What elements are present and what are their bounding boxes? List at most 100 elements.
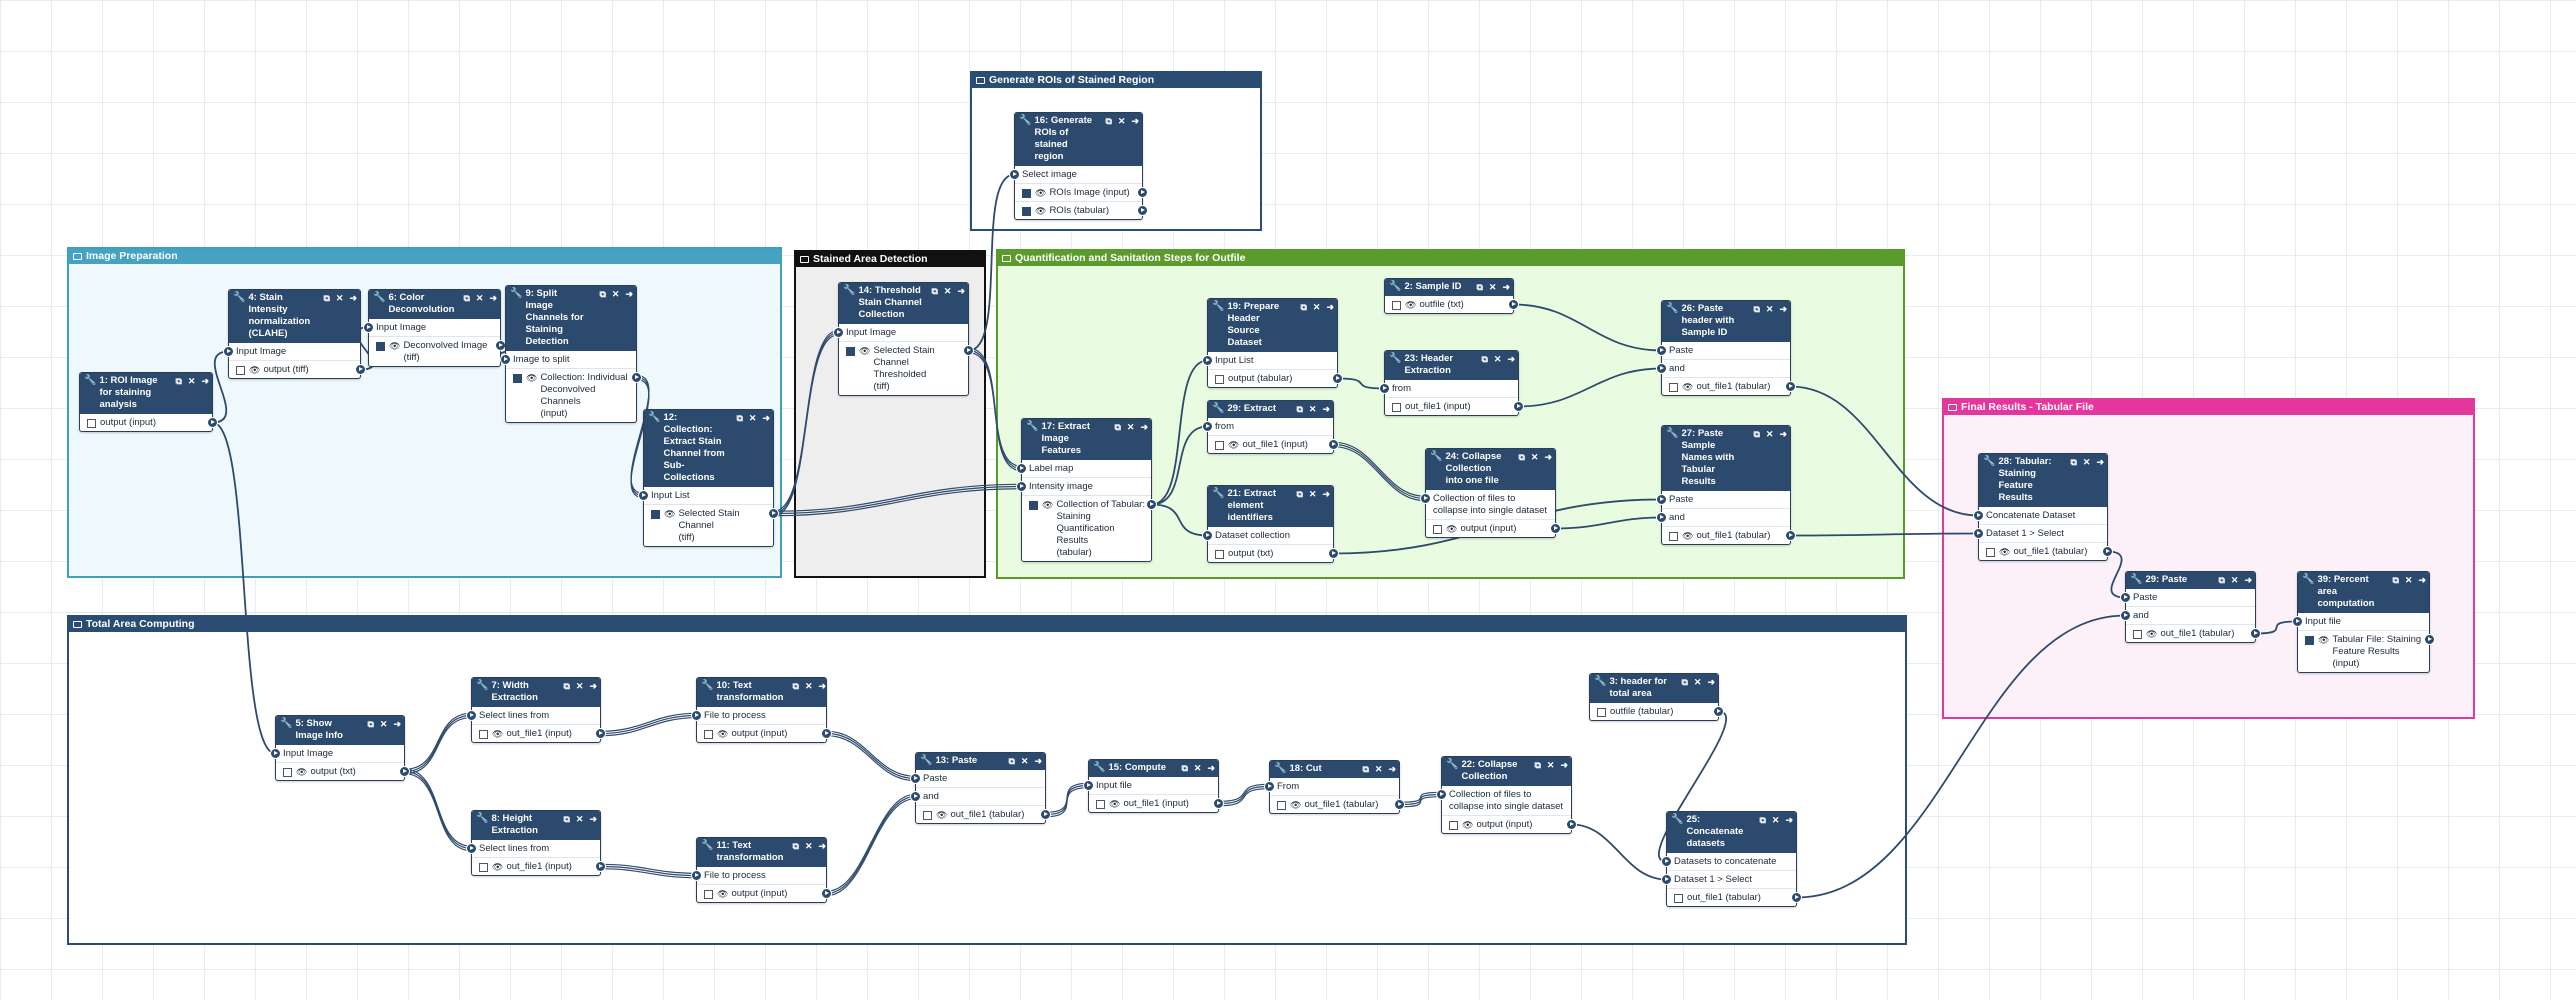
close-icon[interactable]: ✕ bbox=[804, 681, 813, 691]
arrow-right-icon[interactable]: ➜ bbox=[1131, 116, 1139, 126]
node-n27[interactable]: 🔧27: Paste Sample Names with Tabular Res… bbox=[1656, 425, 1796, 545]
copy-icon[interactable]: ⧉ bbox=[1181, 763, 1188, 773]
close-icon[interactable]: ✕ bbox=[187, 376, 196, 386]
output-port[interactable] bbox=[1566, 819, 1577, 830]
node-n1[interactable]: 🔧1: ROI Image for staining analysis⧉✕➜ou… bbox=[79, 372, 218, 432]
node-n3[interactable]: 🔧3: header for total area⧉✕➜outfile (tab… bbox=[1589, 673, 1724, 721]
eye-icon[interactable]: 👁 bbox=[249, 365, 261, 375]
input-port[interactable] bbox=[1436, 789, 1447, 800]
node-header[interactable]: 🔧24: Collapse Collection into one file⧉✕… bbox=[1426, 449, 1555, 490]
eye-icon[interactable]: 👁 bbox=[2146, 629, 2158, 639]
node-n14[interactable]: 🔧14: Threshold Stain Channel Collection⧉… bbox=[833, 282, 974, 396]
arrow-right-icon[interactable]: ➜ bbox=[489, 293, 497, 303]
arrow-right-icon[interactable]: ➜ bbox=[1779, 429, 1787, 439]
close-icon[interactable]: ✕ bbox=[1117, 116, 1126, 126]
copy-icon[interactable]: ⧉ bbox=[2070, 457, 2077, 467]
input-port[interactable] bbox=[1973, 528, 1984, 539]
output-checkbox[interactable] bbox=[1392, 403, 1401, 412]
eye-icon[interactable]: 👁 bbox=[389, 341, 401, 351]
input-port[interactable] bbox=[1202, 530, 1213, 541]
arrow-right-icon[interactable]: ➜ bbox=[1322, 404, 1330, 414]
node-header[interactable]: 🔧7: Width Extraction⧉✕➜ bbox=[472, 678, 600, 707]
node-header[interactable]: 🔧11: Text transformation⧉✕➜ bbox=[697, 838, 826, 867]
eye-icon[interactable]: 👁 bbox=[1999, 547, 2011, 557]
input-port[interactable] bbox=[466, 710, 477, 721]
arrow-right-icon[interactable]: ➜ bbox=[1779, 304, 1787, 314]
node-header[interactable]: 🔧3: header for total area⧉✕➜ bbox=[1590, 674, 1718, 703]
input-port[interactable] bbox=[691, 870, 702, 881]
output-checkbox[interactable] bbox=[704, 890, 713, 899]
eye-icon[interactable]: 👁 bbox=[1290, 800, 1302, 810]
copy-icon[interactable]: ⧉ bbox=[1759, 815, 1766, 825]
arrow-right-icon[interactable]: ➜ bbox=[589, 814, 597, 824]
input-port[interactable] bbox=[910, 791, 921, 802]
copy-icon[interactable]: ⧉ bbox=[1114, 422, 1121, 432]
copy-icon[interactable]: ⧉ bbox=[1105, 116, 1112, 126]
arrow-right-icon[interactable]: ➜ bbox=[1140, 422, 1148, 432]
node-header[interactable]: 🔧26: Paste header with Sample ID⧉✕➜ bbox=[1662, 301, 1790, 342]
close-icon[interactable]: ✕ bbox=[2404, 575, 2413, 585]
node-header[interactable]: 🔧22: Collapse Collection⧉✕➜ bbox=[1442, 757, 1571, 786]
arrow-right-icon[interactable]: ➜ bbox=[1785, 815, 1793, 825]
node-n29[interactable]: 🔧29: Extract⧉✕➜from👁out_file1 (input) bbox=[1202, 400, 1339, 454]
close-icon[interactable]: ✕ bbox=[943, 286, 952, 296]
node-header[interactable]: 🔧10: Text transformation⧉✕➜ bbox=[697, 678, 826, 707]
output-port[interactable] bbox=[1328, 439, 1339, 450]
input-port[interactable] bbox=[270, 748, 281, 759]
output-checkbox[interactable] bbox=[2133, 630, 2142, 639]
input-port[interactable] bbox=[466, 843, 477, 854]
output-port[interactable] bbox=[207, 417, 218, 428]
eye-icon[interactable]: 👁 bbox=[1462, 820, 1474, 830]
node-n8[interactable]: 🔧8: Height Extraction⧉✕➜Select lines fro… bbox=[466, 810, 606, 876]
output-checkbox[interactable] bbox=[1022, 189, 1031, 198]
output-port[interactable] bbox=[1713, 706, 1724, 717]
arrow-right-icon[interactable]: ➜ bbox=[818, 681, 827, 691]
output-port[interactable] bbox=[595, 861, 606, 872]
node-header[interactable]: 🔧21: Extract element identifiers⧉✕➜ bbox=[1208, 486, 1333, 527]
input-port[interactable] bbox=[1379, 383, 1390, 394]
output-checkbox[interactable] bbox=[704, 730, 713, 739]
node-header[interactable]: 🔧8: Height Extraction⧉✕➜ bbox=[472, 811, 600, 840]
input-port[interactable] bbox=[1264, 781, 1275, 792]
close-icon[interactable]: ✕ bbox=[2230, 575, 2239, 585]
node-n9[interactable]: 🔧9: Split Image Channels for Staining De… bbox=[500, 285, 642, 423]
close-icon[interactable]: ✕ bbox=[1312, 302, 1321, 312]
copy-icon[interactable]: ⧉ bbox=[792, 841, 799, 851]
output-port[interactable] bbox=[1146, 499, 1157, 510]
output-checkbox[interactable] bbox=[1022, 207, 1031, 216]
output-port[interactable] bbox=[631, 372, 642, 383]
copy-icon[interactable]: ⧉ bbox=[1681, 677, 1688, 687]
close-icon[interactable]: ✕ bbox=[335, 293, 344, 303]
output-checkbox[interactable] bbox=[651, 510, 660, 519]
input-port[interactable] bbox=[363, 322, 374, 333]
output-port[interactable] bbox=[1394, 799, 1405, 810]
output-port[interactable] bbox=[355, 364, 366, 375]
input-port[interactable] bbox=[223, 346, 234, 357]
output-port[interactable] bbox=[595, 728, 606, 739]
node-header[interactable]: 🔧25: Concatenate datasets⧉✕➜ bbox=[1667, 812, 1796, 853]
node-n12[interactable]: 🔧12: Collection: Extract Stain Channel f… bbox=[638, 409, 779, 547]
copy-icon[interactable]: ⧉ bbox=[1753, 304, 1760, 314]
eye-icon[interactable]: 👁 bbox=[1682, 382, 1694, 392]
arrow-right-icon[interactable]: ➜ bbox=[1507, 354, 1515, 364]
arrow-right-icon[interactable]: ➜ bbox=[1560, 760, 1568, 770]
close-icon[interactable]: ✕ bbox=[1765, 304, 1774, 314]
output-port[interactable] bbox=[821, 888, 832, 899]
copy-icon[interactable]: ⧉ bbox=[2392, 575, 2399, 585]
frame-title-bar[interactable]: Stained Area Detection bbox=[796, 252, 984, 267]
frame-title-bar[interactable]: Image Preparation bbox=[69, 249, 780, 264]
node-header[interactable]: 🔧39: Percent area computation⧉✕➜ bbox=[2298, 572, 2429, 613]
eye-icon[interactable]: 👁 bbox=[664, 509, 676, 519]
close-icon[interactable]: ✕ bbox=[1308, 489, 1317, 499]
node-header[interactable]: 🔧13: Paste⧉✕➜ bbox=[916, 753, 1045, 770]
copy-icon[interactable]: ⧉ bbox=[563, 814, 570, 824]
output-port[interactable] bbox=[768, 508, 779, 519]
copy-icon[interactable]: ⧉ bbox=[599, 289, 606, 299]
eye-icon[interactable]: 👁 bbox=[492, 862, 504, 872]
input-port[interactable] bbox=[1083, 780, 1094, 791]
eye-icon[interactable]: 👁 bbox=[936, 810, 948, 820]
node-n2[interactable]: 🔧2: Sample ID⧉✕➜👁outfile (txt) bbox=[1384, 278, 1519, 314]
eye-icon[interactable]: 👁 bbox=[526, 373, 538, 383]
node-n25[interactable]: 🔧25: Concatenate datasets⧉✕➜Datasets to … bbox=[1661, 811, 1802, 907]
